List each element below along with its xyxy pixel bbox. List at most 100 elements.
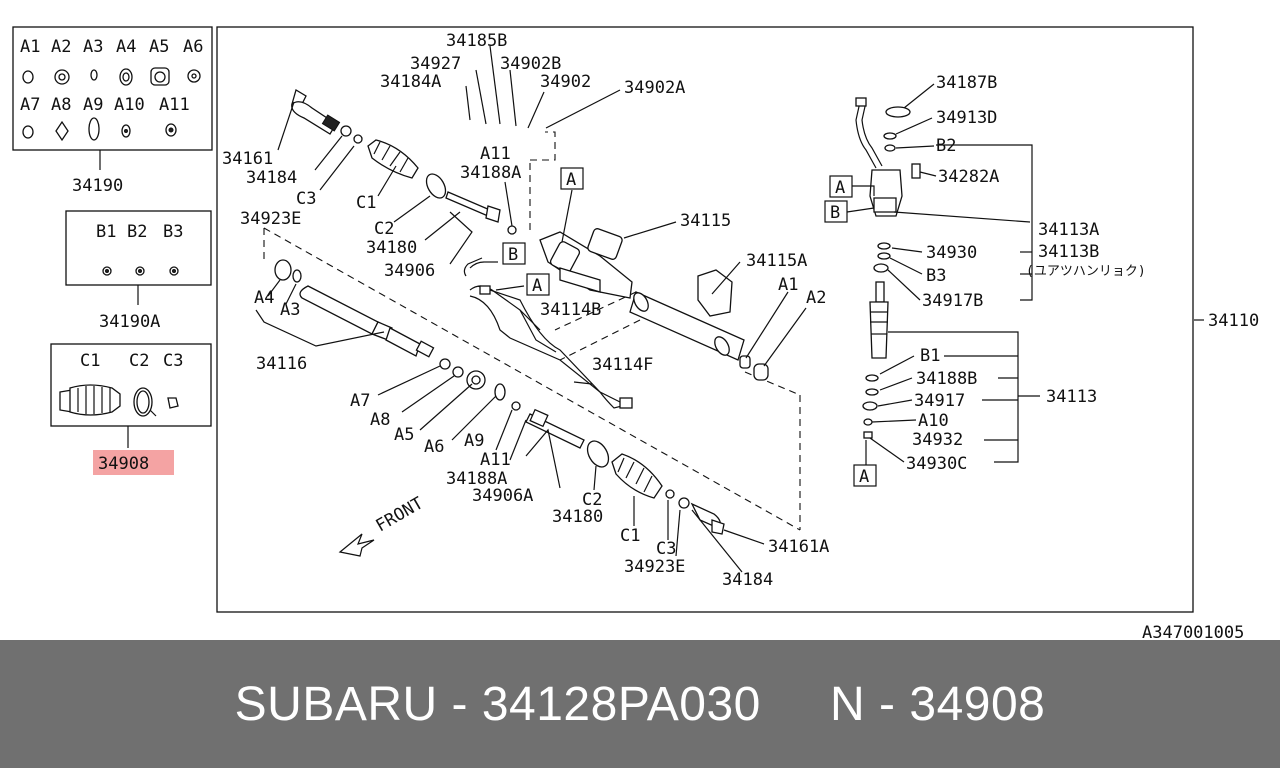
highlight-34908 [93, 450, 174, 475]
kit-item-c1: C1 [80, 351, 100, 371]
label-34188B: 34188B [916, 369, 977, 389]
parts-diagram: A1 A2 A3 A4 A5 A6 A7 A8 A9 A10 A11 34190… [12, 26, 1259, 640]
kit-item-b1: B1 [96, 222, 116, 242]
main-frame [216, 26, 1194, 613]
kit-item-a7: A7 [20, 95, 40, 115]
label-34113A: 34113A [1038, 220, 1099, 240]
kit-item-c3: C3 [163, 351, 183, 371]
inner-tube [274, 259, 521, 411]
label-34190A: 34190A [99, 312, 160, 332]
kit-34190: A1 A2 A3 A4 A5 A6 A7 A8 A9 A10 A11 34190 [20, 37, 203, 196]
label-34185B: 34185B [446, 31, 507, 51]
left-tie-rod [291, 89, 517, 235]
front-arrow-icon: FRONT [338, 493, 427, 557]
label-34902A: 34902A [624, 78, 685, 98]
label-34180-bottom: 34180 [552, 507, 603, 527]
label-a7: A7 [350, 391, 370, 411]
ref-a-pipe: A [532, 276, 542, 296]
label-34930: 34930 [926, 243, 977, 263]
label-c1-left: C1 [356, 193, 376, 213]
label-34161: 34161 [222, 149, 273, 169]
label-34115: 34115 [680, 211, 731, 231]
label-34114B: 34114B [540, 300, 601, 320]
label-a11-bottom: A11 [480, 450, 511, 470]
label-34917B: 34917B [922, 291, 983, 311]
label-a9: A9 [464, 431, 484, 451]
kit-item-a2: A2 [51, 37, 71, 57]
label-a1-right: A1 [778, 275, 798, 295]
label-c2-bottom: C2 [582, 490, 602, 510]
label-34906A: 34906A [472, 486, 533, 506]
label-a2-right: A2 [806, 288, 826, 308]
kit-item-a11: A11 [159, 95, 190, 115]
label-34161A: 34161A [768, 537, 829, 557]
ref-b-valve: B [830, 203, 840, 223]
label-34188A-bottom: 34188A [446, 469, 507, 489]
label-34113: 34113 [1046, 387, 1097, 407]
label-34188A-top: 34188A [460, 163, 521, 183]
label-b2-right: B2 [936, 136, 956, 156]
valve-assembly [855, 97, 921, 439]
label-34917: 34917 [914, 391, 965, 411]
label-34187B: 34187B [936, 73, 997, 93]
kit-item-a8: A8 [51, 95, 71, 115]
kit-item-a5: A5 [149, 37, 169, 57]
ref-a-bottom: A [859, 467, 869, 487]
label-c1-bottom: C1 [620, 526, 640, 546]
label-34113B: 34113B [1038, 242, 1099, 262]
label-34184A: 34184A [380, 72, 441, 92]
label-c2-left: C2 [374, 219, 394, 239]
label-34113B-note: (ユアツハンリョク) [1026, 264, 1146, 279]
label-34902B: 34902B [500, 54, 561, 74]
label-34923E-left: 34923E [240, 209, 301, 229]
label-34930C: 34930C [906, 454, 967, 474]
label-a6: A6 [424, 437, 444, 457]
kit-item-a10: A10 [114, 95, 145, 115]
label-34110: 34110 [1208, 311, 1259, 331]
kit-item-a4: A4 [116, 37, 136, 57]
image-code: A347001005 [1142, 623, 1244, 640]
ref-b-left: B [508, 245, 518, 265]
label-34282A: 34282A [938, 167, 999, 187]
label-a8: A8 [370, 410, 390, 430]
gearbox-housing [539, 228, 769, 381]
label-34115A: 34115A [746, 251, 807, 271]
label-a4: A4 [254, 288, 274, 308]
label-34180-left: 34180 [366, 238, 417, 258]
ref-a-valve: A [835, 178, 845, 198]
label-34906: 34906 [384, 261, 435, 281]
kit-item-a1: A1 [20, 37, 40, 57]
label-34190: 34190 [72, 176, 123, 196]
label-34184-left: 34184 [246, 168, 297, 188]
label-34923E-bottom: 34923E [624, 557, 685, 577]
label-34927: 34927 [410, 54, 461, 74]
label-34184-bottom: 34184 [722, 570, 773, 590]
label-a5: A5 [394, 425, 414, 445]
label-c3-bottom: C3 [656, 539, 676, 559]
kit-item-b2: B2 [127, 222, 147, 242]
kit-34190-box [12, 26, 213, 151]
label-34932: 34932 [912, 430, 963, 450]
kit-34908-box [50, 343, 212, 427]
kit-item-a6: A6 [183, 37, 203, 57]
part-number-banner: SUBARU - 34128PA030 N - 34908 [0, 640, 1280, 768]
label-34902: 34902 [540, 72, 591, 92]
pressure-pipes [463, 257, 633, 409]
label-34114F: 34114F [592, 355, 653, 375]
part-labels: 34185B 34927 34902B 34184A 34902 34902A … [222, 31, 1259, 640]
label-34913D: 34913D [936, 108, 997, 128]
label-a11-top: A11 [480, 144, 511, 164]
reference-boxes: A B A A B A [502, 167, 877, 487]
ref-a-top: A [566, 170, 576, 190]
kit-34908: C1 C2 C3 34908 [59, 351, 183, 475]
label-a3: A3 [280, 300, 300, 320]
label-34908: 34908 [98, 454, 149, 474]
kit-item-c2: C2 [129, 351, 149, 371]
label-34116: 34116 [256, 354, 307, 374]
leader-lines [255, 45, 1204, 573]
label-b1-right: B1 [920, 346, 940, 366]
label-a10-right: A10 [918, 411, 949, 431]
label-c3-left: C3 [296, 189, 316, 209]
kit-34190A: B1 B2 B3 34190A [96, 222, 183, 332]
right-tie-rod [525, 408, 725, 535]
